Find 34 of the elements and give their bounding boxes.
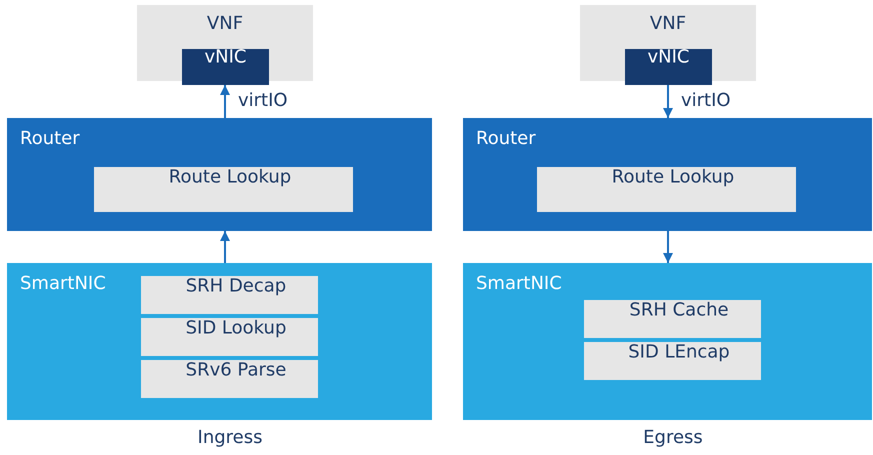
arrow — [663, 85, 673, 118]
node-label: SmartNIC — [476, 273, 562, 294]
node-label: SmartNIC — [20, 273, 106, 294]
node-label: SID Lookup — [184, 318, 288, 338]
node-label: Route Lookup — [610, 166, 736, 188]
function-box — [141, 318, 318, 356]
function-box — [141, 360, 318, 398]
vnic-box — [182, 49, 269, 85]
arrow — [220, 85, 230, 118]
node-label: Route Lookup — [168, 166, 292, 188]
function-box — [141, 276, 318, 314]
caption-label: Ingress — [198, 427, 262, 448]
smartnic-panel — [7, 263, 432, 420]
arrow — [220, 231, 230, 263]
node-label: Router — [476, 128, 536, 149]
router-panel — [463, 118, 872, 231]
node-label: vNIC — [646, 46, 690, 68]
arrow — [663, 231, 673, 263]
node-label: vNIC — [204, 46, 248, 68]
function-box — [537, 167, 796, 212]
node-label: SRv6 Parse — [184, 360, 288, 380]
node-label: VNF — [648, 13, 688, 34]
smartnic-panel — [463, 263, 872, 420]
node-label: SID LEncap — [627, 342, 731, 362]
node-label: VNF — [206, 13, 244, 34]
function-box — [94, 167, 353, 212]
function-box — [584, 300, 761, 338]
router-panel — [7, 118, 432, 231]
node-label: SRH Decap — [184, 276, 288, 296]
node-label: SRH Cache — [628, 300, 730, 320]
caption-label: Egress — [643, 427, 703, 448]
node-label: Router — [20, 128, 80, 149]
function-box — [584, 342, 761, 380]
vnic-box — [625, 49, 712, 85]
